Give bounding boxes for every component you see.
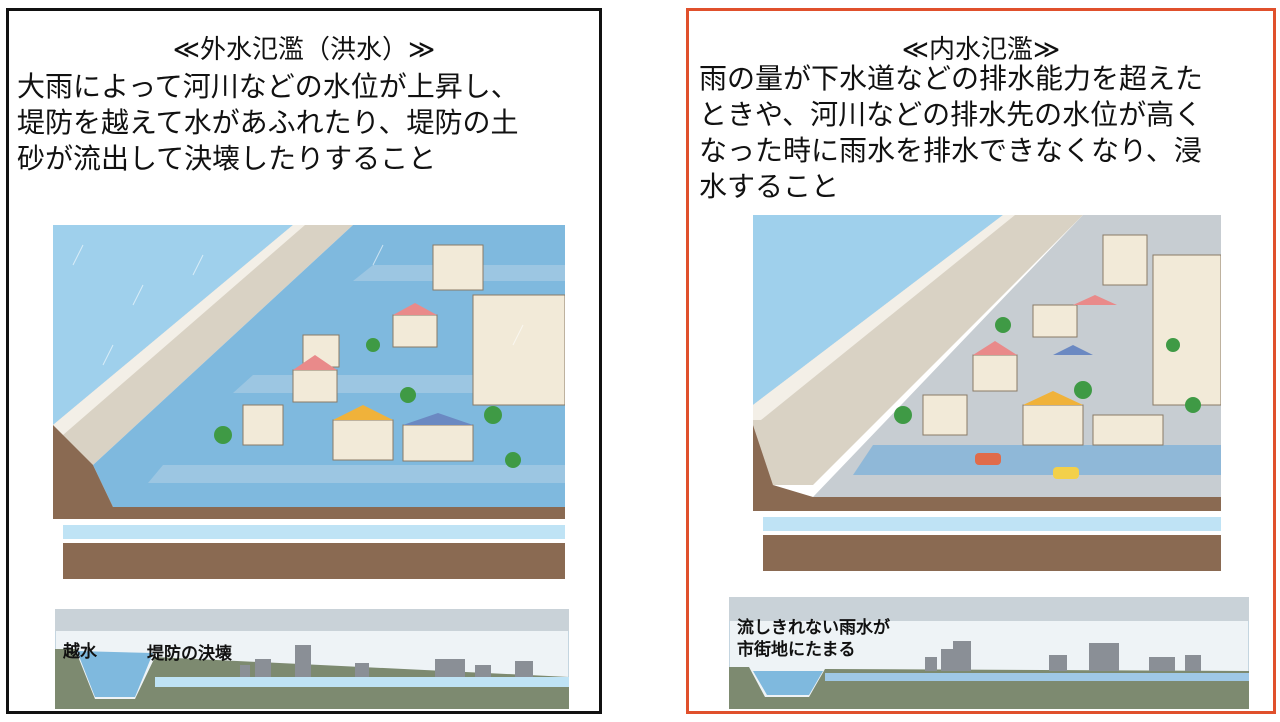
cross-section-diagram: 流しきれない雨水が 市街地にたまる	[729, 597, 1249, 709]
overtopping-label: 越水	[63, 642, 97, 662]
flood-scene-illustration	[53, 225, 565, 597]
panel-description: 雨の量が下水道などの排水能力を超えた ときや、河川などの排水先の水位が高く なっ…	[699, 62, 1204, 203]
panel-description: 大雨によって河川などの水位が上昇し、 堤防を越えて水があふれたり、堤防の土 砂が…	[17, 70, 519, 175]
internal-flood-panel: ≪内水氾濫≫ 雨の量が下水道などの排水能力を超えた ときや、河川などの排水先の水…	[686, 8, 1276, 714]
external-flood-panel: ≪外水氾濫（洪水）≫ 大雨によって河川などの水位が上昇し、 堤防を越えて水があふ…	[6, 8, 602, 714]
accumulated-rainwater-label: 流しきれない雨水が 市街地にたまる	[737, 618, 890, 660]
panel-title: ≪外水氾濫（洪水）≫	[172, 35, 436, 65]
cross-section-diagram: 越水 堤防の決壊	[55, 609, 569, 709]
panel-title: ≪内水氾濫≫	[901, 35, 1061, 65]
levee-breach-label: 堤防の決壊	[147, 644, 232, 664]
flood-scene-illustration	[753, 215, 1221, 589]
